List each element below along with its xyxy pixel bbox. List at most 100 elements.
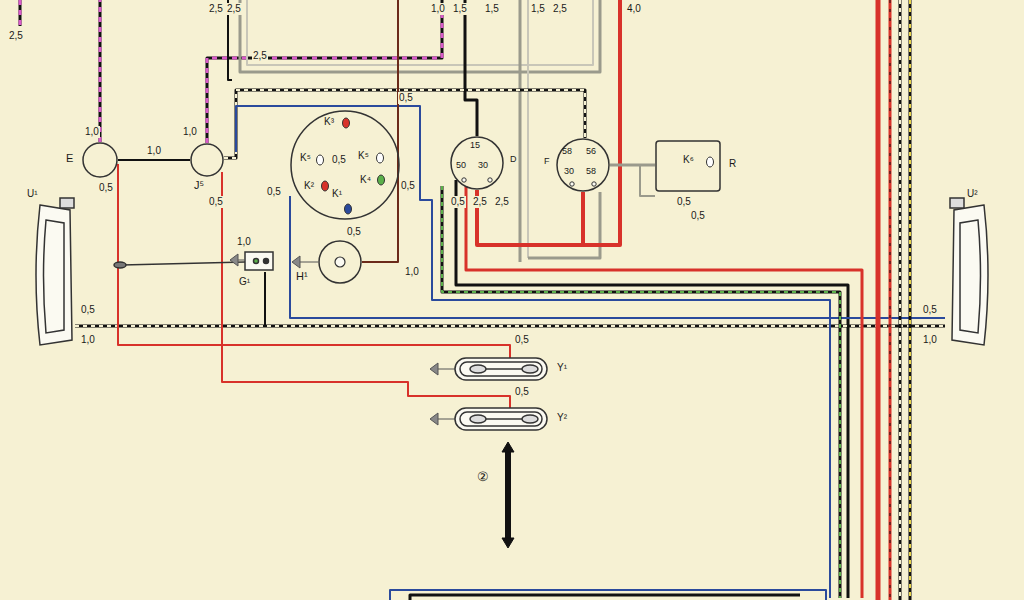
component-circle: E bbox=[82, 142, 118, 178]
wire-black bbox=[410, 595, 800, 600]
cable-marker bbox=[502, 442, 514, 452]
terminal-number: 58 bbox=[562, 146, 572, 156]
horn-center bbox=[335, 257, 345, 267]
wire-gauge: 2,5 bbox=[494, 196, 510, 208]
wire-red bbox=[466, 186, 862, 598]
wire-black bbox=[264, 272, 266, 326]
callout-number: U¹ bbox=[26, 188, 39, 200]
bulb-symbol bbox=[322, 181, 329, 191]
circle-outline bbox=[451, 137, 503, 189]
wire-gauge: 1,0 bbox=[80, 334, 96, 346]
wire-gauge: 0,5 bbox=[400, 180, 416, 192]
wire-black-green bbox=[442, 186, 840, 598]
component-label: K² bbox=[304, 180, 314, 192]
terminal-number: 30 bbox=[478, 160, 488, 170]
ground-symbol bbox=[430, 413, 438, 425]
ground-symbol bbox=[300, 262, 318, 263]
switch-unit bbox=[950, 198, 964, 208]
lamp-unit bbox=[522, 415, 538, 423]
cable-marker bbox=[505, 450, 511, 540]
lamp-unit bbox=[470, 365, 486, 373]
lamp-housing: K⁶R bbox=[655, 140, 721, 192]
lamp-unit bbox=[522, 365, 538, 373]
wire-bundle bbox=[890, 0, 891, 600]
terminal-number: 56 bbox=[586, 146, 596, 156]
wire-gauge: 1,0 bbox=[84, 126, 100, 138]
horn-circle-outline bbox=[318, 240, 362, 284]
wire-gauge: 2,5 bbox=[208, 3, 224, 15]
wire-gauge: 1,5 bbox=[530, 3, 546, 15]
cable-marker bbox=[502, 442, 514, 548]
component-label: K⁶ bbox=[683, 154, 694, 166]
wire-gauge: 0,5 bbox=[690, 210, 706, 222]
wire-grey bbox=[610, 165, 655, 196]
wire-grey bbox=[247, 0, 593, 65]
lamp-unit bbox=[455, 358, 547, 430]
ground-symbol bbox=[238, 260, 245, 261]
fuel-sender bbox=[264, 259, 269, 264]
switch-unit bbox=[36, 205, 72, 345]
wire-black-white bbox=[224, 90, 585, 158]
wire-gauge: 1,0 bbox=[430, 3, 446, 15]
box-outline bbox=[656, 141, 720, 191]
lamp-unit bbox=[486, 418, 522, 420]
horn-circle: H¹ bbox=[318, 240, 362, 284]
component-label: K⁴ bbox=[360, 174, 371, 186]
terminal-dot bbox=[462, 178, 466, 182]
terminal-number: 0,5 bbox=[332, 154, 346, 166]
bulb-symbol bbox=[317, 155, 324, 165]
wire-gauge: 0,5 bbox=[208, 196, 224, 208]
fuel-sender bbox=[114, 262, 126, 268]
wire-gauge: 2,5 bbox=[552, 3, 568, 15]
wire-black-magenta bbox=[99, 0, 102, 142]
wire-connector bbox=[477, 190, 583, 245]
wire-black-magenta bbox=[19, 0, 22, 26]
wiring-art bbox=[20, 0, 945, 600]
wire-black-magenta bbox=[99, 0, 102, 142]
terminal-number: 15 bbox=[470, 140, 480, 150]
wire-gauge: 1,5 bbox=[484, 3, 500, 15]
instrument-cluster: K³K⁵0,5K⁵K²K¹K⁴ bbox=[290, 110, 400, 220]
component-label: K⁵ bbox=[300, 152, 311, 164]
ground-symbol bbox=[430, 363, 438, 375]
wire-grey bbox=[519, 0, 522, 262]
switch-unit bbox=[952, 205, 988, 345]
light-switch: F58563058 bbox=[556, 138, 610, 192]
component-label: D bbox=[510, 154, 517, 164]
circle-outline bbox=[83, 143, 117, 177]
bulb-symbol bbox=[345, 204, 352, 214]
wire-bundle bbox=[899, 0, 902, 600]
wire-gauge: 0,5 bbox=[346, 226, 362, 238]
wire-gauge: 1,0 bbox=[404, 266, 420, 278]
fuel-sender bbox=[122, 262, 245, 265]
callout-number: Y² bbox=[556, 412, 568, 424]
wire-bundle bbox=[909, 0, 911, 600]
ignition-switch: 155030D bbox=[450, 136, 504, 190]
switch-unit bbox=[36, 198, 988, 345]
bulb-symbol bbox=[343, 118, 350, 128]
wire-gauge: 1,5 bbox=[452, 3, 468, 15]
wire-gauge: 2,5 bbox=[472, 196, 488, 208]
terminal-dot bbox=[570, 182, 574, 186]
bulb-symbol bbox=[707, 157, 714, 167]
wire-gauge: 1,0 bbox=[182, 126, 198, 138]
wire-bundle bbox=[878, 0, 910, 600]
wire-black-magenta bbox=[19, 0, 22, 26]
circle-outline bbox=[191, 144, 223, 176]
wire-grey bbox=[528, 192, 600, 258]
wire-gauge: 0,5 bbox=[80, 304, 96, 316]
wire-gauge: 0,5 bbox=[450, 196, 466, 208]
component-label: K¹ bbox=[332, 188, 342, 200]
callout-number: G¹ bbox=[238, 276, 251, 288]
ground-symbol bbox=[230, 254, 238, 266]
component-circle: J⁵ bbox=[190, 143, 224, 177]
wire-gauge: 4,0 bbox=[626, 3, 642, 15]
callout-number: Y¹ bbox=[556, 362, 568, 374]
wire-gauge: 0,5 bbox=[266, 186, 282, 198]
wire-grey bbox=[527, 0, 529, 258]
component-label: H¹ bbox=[296, 270, 308, 283]
wire-bundle bbox=[876, 0, 881, 600]
